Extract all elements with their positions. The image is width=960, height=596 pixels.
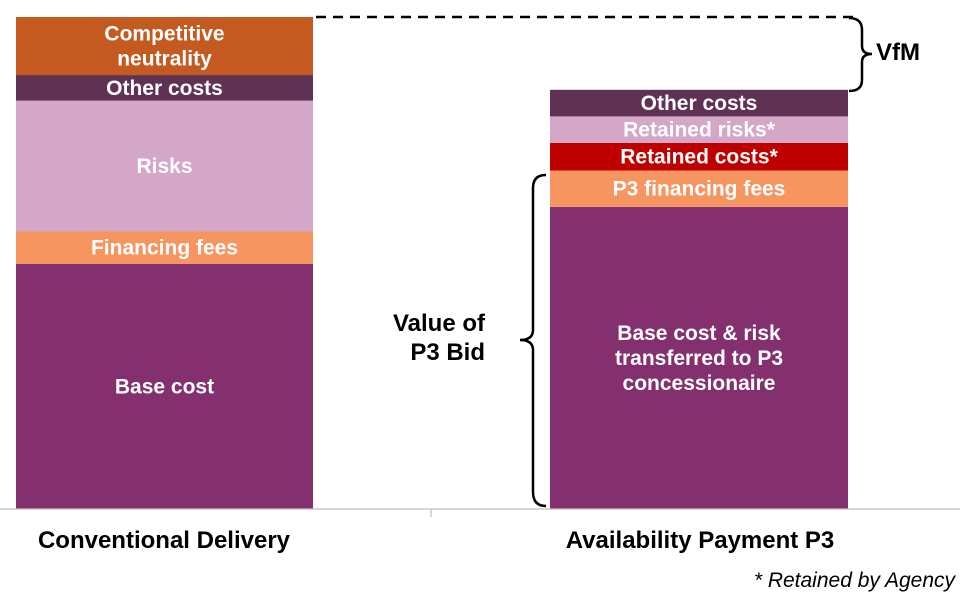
bar-segment-1-4 (550, 89, 848, 117)
bar-segment-0-1 (16, 231, 313, 264)
bar-segment-label-1-2: Retained costs* (620, 146, 778, 169)
bars-layer: Base cost Financing fees Risks Other costs C… (16, 17, 848, 510)
bar-segment-1-3 (550, 116, 848, 143)
bar-segment-label-0-2: Risks (136, 155, 192, 178)
category-label-p3: Availability Payment P3 (566, 527, 835, 554)
vfm-brace (848, 16, 873, 93)
bar-segment-0-4 (16, 17, 313, 76)
bar-segment-1-2 (550, 142, 848, 171)
bar-segment-label-1-4: Other costs (641, 92, 758, 115)
vfm-label: VfM (876, 39, 920, 66)
bar-segment-1-1 (550, 170, 848, 207)
bar-segment-label-1-1: P3 financing fees (613, 178, 786, 201)
p3-bid-label-line2: P3 Bid (410, 339, 485, 366)
p3-bid-label-line1: Value of (393, 310, 486, 337)
footnote: * Retained by Agency (754, 569, 957, 592)
bar-segment-0-3 (16, 75, 313, 101)
bar-segment-1-0 (550, 206, 848, 510)
bar-segment-0-2 (16, 100, 313, 232)
bar-segment-label-0-3: Other costs (106, 77, 223, 100)
bar-segment-label-0-0: Base cost (115, 375, 214, 398)
p3-bid-brace (519, 173, 547, 508)
category-label-conventional: Conventional Delivery (38, 527, 291, 554)
bar-segment-0-0 (16, 263, 313, 509)
bar-segment-label-0-1: Financing fees (91, 237, 238, 260)
bar-segment-label-1-3: Retained risks* (623, 119, 776, 142)
